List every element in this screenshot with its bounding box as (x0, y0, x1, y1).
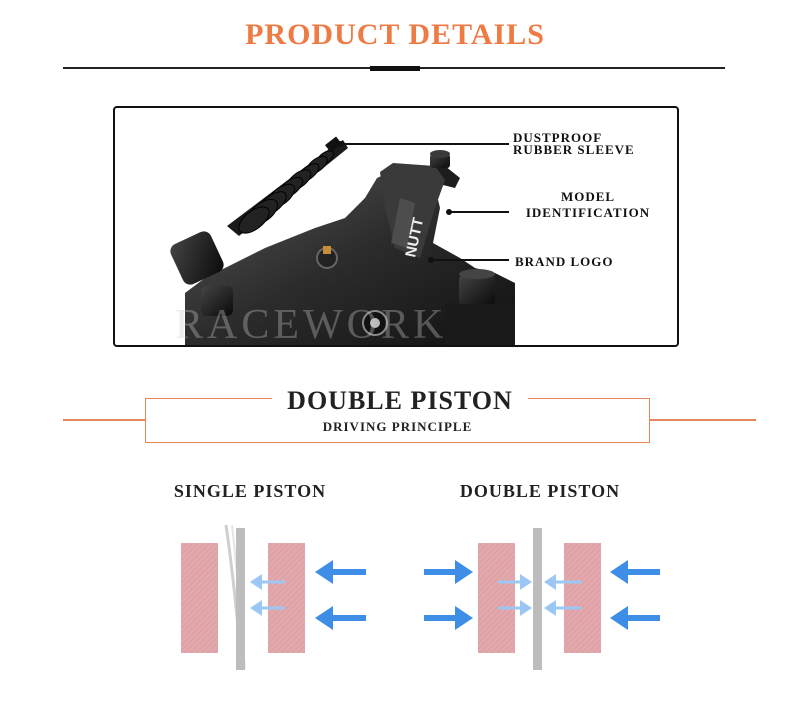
section-line-right (648, 419, 756, 421)
callout-model: MODEL IDENTIFICATION (513, 189, 663, 221)
arrow-left-icon (315, 606, 366, 630)
callout-dot-model (446, 209, 452, 215)
page-title: PRODUCT DETAILS (245, 18, 545, 51)
arrow-left-icon (250, 574, 285, 590)
brake-caliper-image: NUTT RACEWORK (170, 136, 515, 345)
callout-dustproof-line2: RUBBER SLEEVE (513, 142, 635, 157)
adjuster-knobs (170, 150, 515, 345)
arrow-right-icon (424, 606, 473, 630)
brake-pad-right (268, 543, 305, 653)
callout-dot-dustproof (338, 141, 344, 147)
arrow-left-icon (544, 574, 582, 590)
section-line-left (63, 419, 145, 421)
rotor (533, 528, 542, 670)
double-piston-diagram (424, 528, 660, 670)
callout-brand-logo: BRAND LOGO (515, 254, 614, 269)
callout-model-line1: MODEL (560, 189, 616, 204)
single-piston-label: SINGLE PISTON (173, 481, 327, 501)
title-divider-accent (370, 66, 420, 71)
arrow-left-icon (250, 600, 285, 616)
arrow-right-icon (424, 560, 473, 584)
arrow-left-icon (544, 600, 582, 616)
double-piston-label: DOUBLE PISTON (459, 481, 621, 501)
rotor (236, 528, 245, 670)
watermark: RACEWORK (175, 302, 447, 345)
arrow-left-icon (315, 560, 366, 584)
caliper-body (185, 163, 515, 345)
arrow-right-icon (498, 600, 532, 616)
product-photo-frame: NUTT RACEWORK DUSTPROOF RUBBER SLEEVE MO… (113, 106, 679, 347)
callout-dustproof: DUSTPROOF RUBBER SLEEVE (513, 130, 635, 157)
brake-pad-left (478, 543, 515, 653)
callout-dot-brand (428, 257, 434, 263)
rubber-sleeve (227, 136, 348, 236)
brake-pad-right (564, 543, 601, 653)
brake-pad-left (181, 543, 218, 653)
arrow-right-icon (498, 574, 532, 590)
callout-dustproof-line1: DUSTPROOF (513, 130, 603, 145)
callout-lines (341, 143, 509, 261)
arrow-left-icon (610, 560, 660, 584)
callout-model-line2: IDENTIFICATION (525, 205, 651, 220)
single-piston-diagram (181, 524, 366, 670)
section-title: DOUBLE PISTON (287, 386, 513, 415)
arrow-left-icon (610, 606, 660, 630)
section-title-wrap: DOUBLE PISTON (272, 383, 528, 419)
section-subtitle: DRIVING PRINCIPLE (322, 419, 473, 434)
